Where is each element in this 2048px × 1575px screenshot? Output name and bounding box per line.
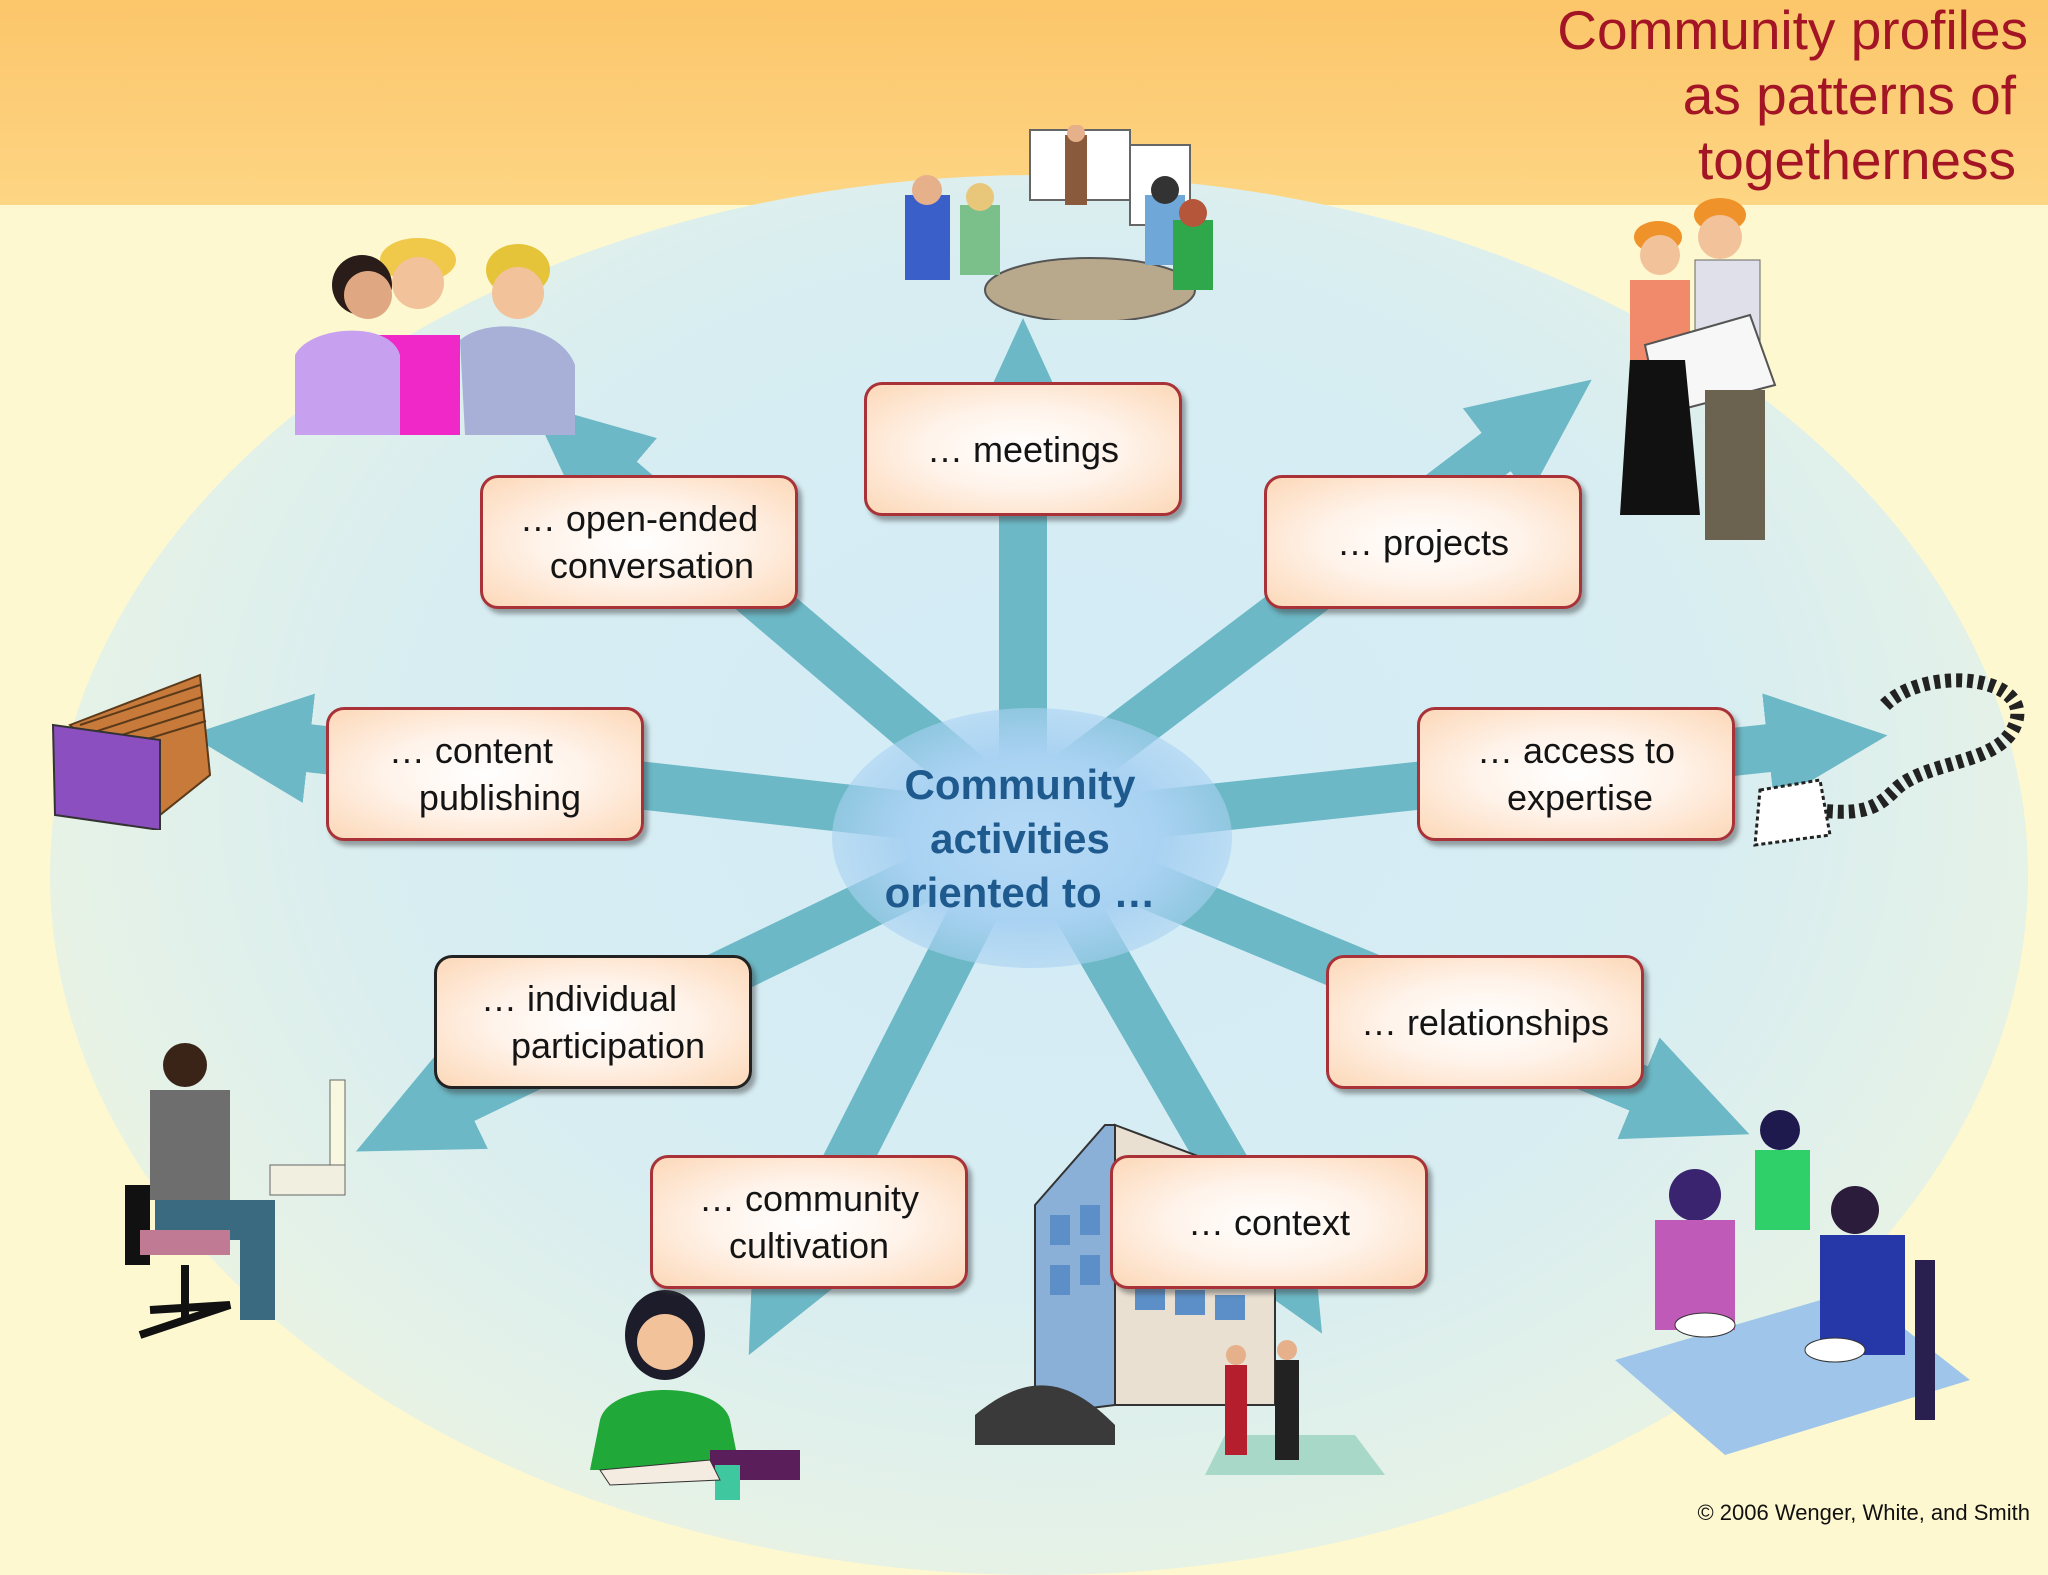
copyright-notice: © 2006 Wenger, White, and Smith (1697, 1500, 2030, 1525)
title-banner (0, 0, 2048, 205)
three-people-talking-clipart (295, 238, 575, 435)
label-relationships: … relationships (1360, 1001, 1610, 1043)
title-line-1: Community profiles (1557, 0, 2028, 61)
box-projects: … projects (1264, 475, 1582, 609)
box-relationships: … relationships (1326, 955, 1644, 1089)
label-projects: … projects (1336, 521, 1510, 563)
center-line-3: oriented to … (884, 869, 1156, 916)
label-content-publishing: … content publishing (388, 730, 582, 818)
label-open-ended-conversation: … open-ended conversation (519, 498, 759, 586)
label-access-to-expertise: … access to expertise (1476, 730, 1676, 818)
label-context: … context (1187, 1201, 1351, 1243)
center-line-2: activities (930, 815, 1110, 862)
label-individual-participation: … individual participation (480, 978, 706, 1066)
question-mark-clipart (1753, 673, 2025, 847)
center-glow (832, 708, 1232, 968)
computer-user-clipart (125, 1043, 346, 1339)
title-line-2: as patterns of (1682, 64, 2016, 126)
box-content-publishing: … content publishing (326, 707, 644, 841)
phone-woman-clipart (590, 1290, 800, 1500)
box-community-cultivation: … community cultivation (650, 1155, 968, 1289)
box-individual-participation: … individual participation (434, 955, 752, 1089)
meeting-table-clipart (905, 125, 1213, 320)
dining-couple-clipart (1615, 1110, 1970, 1455)
center-label: Community activities oriented to … (850, 758, 1190, 920)
box-meetings: … meetings (864, 382, 1182, 516)
center-line-1: Community (904, 761, 1136, 808)
label-meetings: … meetings (926, 428, 1120, 470)
box-open-ended-conversation: … open-ended conversation (480, 475, 798, 609)
box-context: … context (1110, 1155, 1428, 1289)
construction-workers-clipart (1620, 198, 1777, 540)
file-folders-clipart (51, 673, 212, 830)
box-access-to-expertise: … access to expertise (1417, 707, 1735, 841)
label-community-cultivation: … community cultivation (698, 1178, 920, 1266)
slide-title: Community profiles as patterns of togeth… (1268, 0, 2028, 193)
title-line-3: togetherness (1698, 129, 2016, 191)
